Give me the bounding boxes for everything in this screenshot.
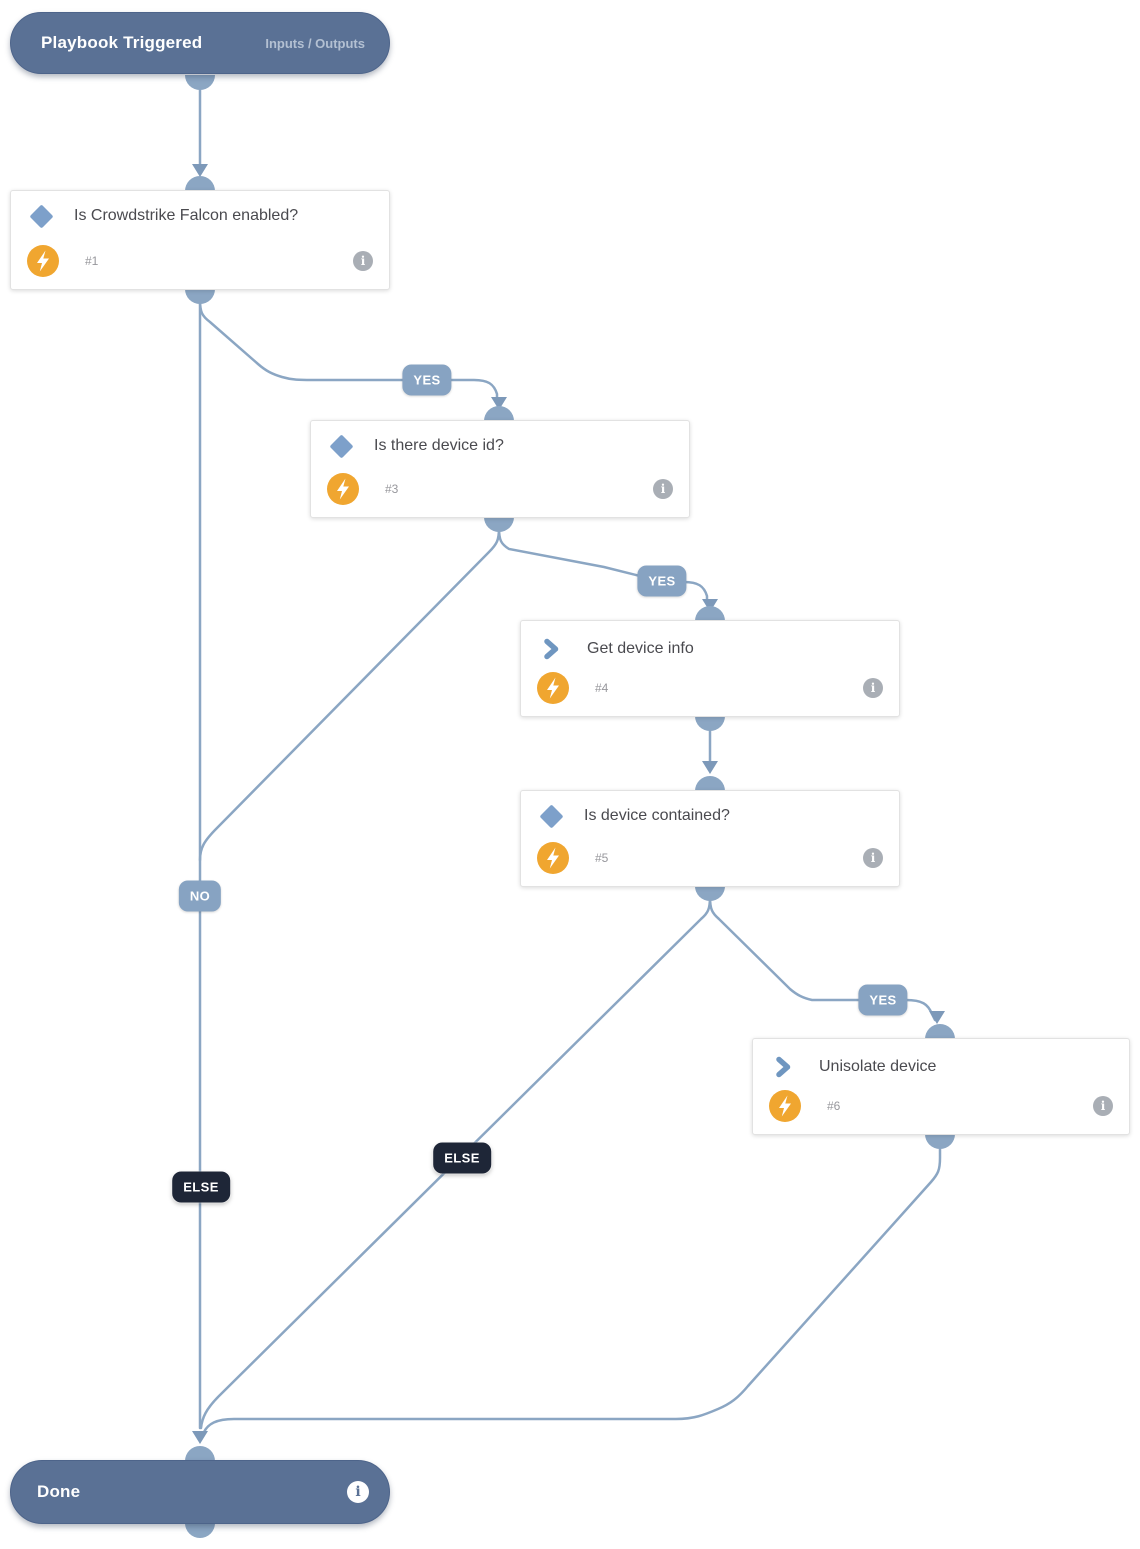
task-title: Is device contained? bbox=[584, 807, 730, 824]
automation-bolt-icon bbox=[27, 245, 59, 277]
info-icon[interactable]: i bbox=[347, 1481, 369, 1503]
task-title: Unisolate device bbox=[819, 1058, 937, 1075]
task-foot: #1 i bbox=[27, 245, 373, 277]
task-head: Is device contained? bbox=[537, 803, 883, 829]
port-in-t5 bbox=[695, 776, 725, 791]
edge-label-yes: YES bbox=[637, 565, 687, 597]
edges bbox=[198, 82, 942, 1434]
task-foot: #3 i bbox=[327, 473, 673, 505]
port-out-done bbox=[185, 1523, 215, 1538]
port-out-start bbox=[185, 75, 215, 90]
edge-label-no: NO bbox=[178, 880, 222, 912]
task-number: #4 bbox=[595, 681, 609, 695]
automation-bolt-icon bbox=[537, 842, 569, 874]
task-head: Is there device id? bbox=[327, 433, 673, 459]
task-foot: #5 i bbox=[537, 842, 883, 874]
port-out-t3 bbox=[484, 517, 514, 532]
automation-bolt-icon bbox=[769, 1090, 801, 1122]
task-node-3[interactable]: Is there device id? #3 i bbox=[310, 420, 690, 518]
task-foot: #6 i bbox=[769, 1090, 1113, 1122]
task-chevron-icon bbox=[539, 637, 563, 661]
condition-diamond-icon bbox=[539, 803, 564, 829]
inputs-outputs-link[interactable]: Inputs / Outputs bbox=[265, 35, 365, 51]
edge-t3-else-to-done bbox=[198, 526, 501, 862]
edge-t6-to-done bbox=[202, 1143, 942, 1434]
info-icon[interactable]: i bbox=[863, 678, 883, 698]
condition-diamond-icon bbox=[29, 203, 54, 229]
start-node[interactable]: Playbook Triggered Inputs / Outputs bbox=[10, 12, 390, 74]
info-icon[interactable]: i bbox=[353, 251, 373, 271]
port-in-t6 bbox=[925, 1024, 955, 1039]
done-node[interactable]: Done i bbox=[10, 1460, 390, 1524]
task-chevron-icon bbox=[771, 1055, 795, 1079]
port-out-t5 bbox=[695, 886, 725, 901]
edge-label-yes: YES bbox=[402, 364, 452, 396]
automation-bolt-icon bbox=[537, 672, 569, 704]
arrowhead bbox=[192, 164, 208, 177]
info-icon[interactable]: i bbox=[863, 848, 883, 868]
task-number: #3 bbox=[385, 482, 399, 496]
edge-t1-yes-to-t3 bbox=[198, 298, 499, 401]
arrowhead bbox=[702, 599, 718, 612]
port-in-t3 bbox=[484, 406, 514, 421]
edge-label-else: ELSE bbox=[172, 1171, 230, 1203]
edge-label-else: ELSE bbox=[433, 1142, 491, 1174]
arrowhead bbox=[491, 397, 507, 410]
condition-diamond-icon bbox=[329, 433, 354, 459]
port-out-t4 bbox=[695, 716, 725, 731]
arrowheads bbox=[192, 164, 945, 1444]
task-number: #6 bbox=[827, 1099, 841, 1113]
edge-label-yes: YES bbox=[858, 984, 908, 1016]
port-in-done bbox=[185, 1446, 215, 1461]
task-foot: #4 i bbox=[537, 672, 883, 704]
task-node-1[interactable]: Is Crowdstrike Falcon enabled? #1 i bbox=[10, 190, 390, 290]
port-out-t6 bbox=[925, 1134, 955, 1149]
task-title: Is Crowdstrike Falcon enabled? bbox=[74, 207, 299, 224]
task-head: Unisolate device bbox=[769, 1055, 1113, 1079]
task-node-5[interactable]: Is device contained? #5 i bbox=[520, 790, 900, 887]
task-node-4[interactable]: Get device info #4 i bbox=[520, 620, 900, 717]
task-node-6[interactable]: Unisolate device #6 i bbox=[752, 1038, 1130, 1135]
task-head: Is Crowdstrike Falcon enabled? bbox=[27, 203, 373, 229]
arrowhead bbox=[929, 1011, 945, 1024]
task-head: Get device info bbox=[537, 637, 883, 661]
port-in-t4 bbox=[695, 606, 725, 621]
edge-t5-yes-to-t6 bbox=[708, 895, 937, 1022]
info-icon[interactable]: i bbox=[653, 479, 673, 499]
automation-bolt-icon bbox=[327, 473, 359, 505]
task-number: #5 bbox=[595, 851, 609, 865]
arrowhead bbox=[702, 761, 718, 774]
node-ports bbox=[185, 75, 955, 1538]
info-icon[interactable]: i bbox=[1093, 1096, 1113, 1116]
arrowhead bbox=[192, 1431, 208, 1444]
task-number: #1 bbox=[85, 254, 99, 268]
done-node-title: Done bbox=[37, 1482, 81, 1501]
port-in-t1 bbox=[185, 176, 215, 191]
task-title: Is there device id? bbox=[374, 437, 504, 454]
task-title: Get device info bbox=[587, 640, 694, 657]
port-out-t1 bbox=[185, 289, 215, 304]
start-node-title: Playbook Triggered bbox=[41, 33, 203, 52]
